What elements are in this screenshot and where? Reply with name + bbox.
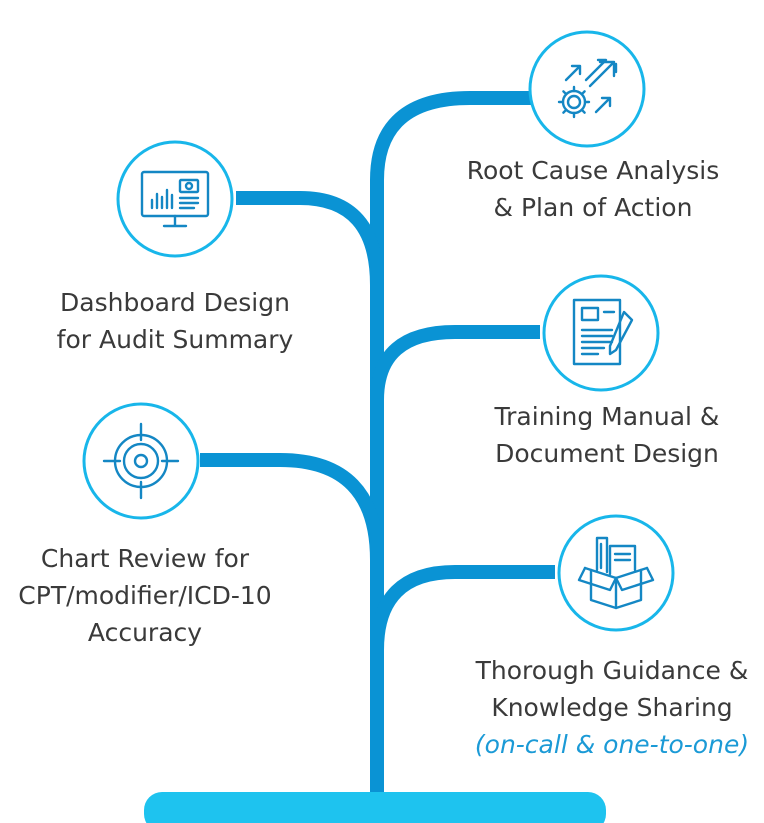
branch-training — [370, 325, 540, 401]
training-label: Training Manual & Document Design — [462, 398, 752, 472]
dashboard-label: Dashboard Design for Audit Summary — [30, 284, 320, 358]
chart-review-line-2: CPT/modifier/ICD-10 — [18, 581, 272, 610]
chart-review-line-3: Accuracy — [87, 618, 203, 647]
gear-arrows-icon — [557, 58, 618, 119]
training-line-1: Training Manual & — [494, 402, 720, 431]
guidance-note: (on-call & one-to-one) — [474, 730, 750, 759]
document-pen-icon — [572, 298, 634, 366]
dashboard-line-2: for Audit Summary — [56, 325, 294, 354]
guidance-line-2: Knowledge Sharing — [491, 693, 733, 722]
root-cause-line-1: Root Cause Analysis — [466, 156, 720, 185]
training-line-2: Document Design — [495, 439, 719, 468]
trunk — [370, 91, 540, 800]
guidance-line-1: Thorough Guidance & — [475, 656, 749, 685]
guidance-label: Thorough Guidance & Knowledge Sharing (o… — [462, 652, 762, 763]
root-cause-node — [526, 28, 648, 150]
guidance-node — [555, 512, 677, 634]
branch-chart-review — [200, 453, 384, 561]
branch-guidance — [370, 565, 555, 651]
training-node — [540, 272, 662, 394]
branch-dashboard — [236, 191, 384, 286]
dashboard-monitor-icon — [140, 170, 210, 228]
root-cause-label: Root Cause Analysis & Plan of Action — [448, 152, 738, 226]
chart-review-line-1: Chart Review for — [40, 544, 250, 573]
tree-base — [144, 792, 606, 823]
chart-review-label: Chart Review for CPT/modifier/ICD-10 Acc… — [0, 540, 290, 651]
target-icon — [102, 422, 180, 500]
knowledge-box-icon — [577, 536, 655, 610]
root-cause-line-2: & Plan of Action — [493, 193, 693, 222]
dashboard-line-1: Dashboard Design — [60, 288, 290, 317]
dashboard-node — [114, 138, 236, 260]
chart-review-node — [80, 400, 202, 522]
